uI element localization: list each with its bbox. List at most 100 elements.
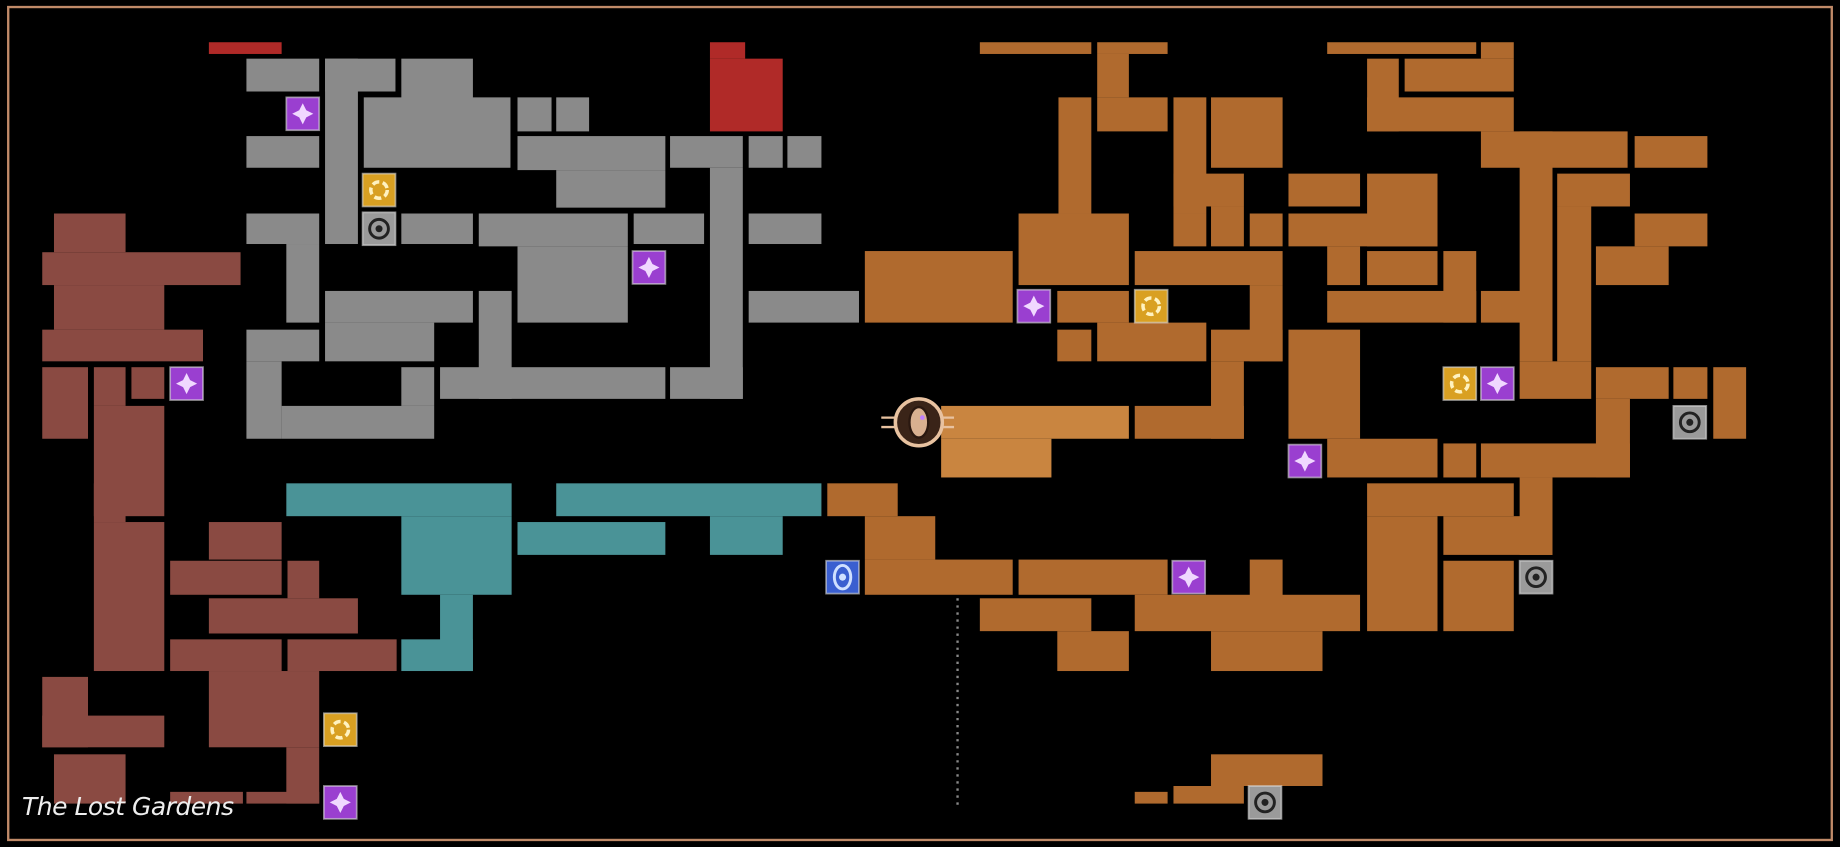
map-room — [1713, 367, 1747, 439]
map-icons — [169, 96, 1708, 820]
map-room — [979, 42, 1092, 54]
vortex-icon[interactable] — [1518, 559, 1554, 595]
map-room — [1097, 42, 1168, 54]
map-room — [1557, 206, 1592, 362]
map-room — [670, 367, 743, 399]
map-room — [864, 251, 1013, 323]
map-room — [1134, 405, 1244, 439]
map-room — [1097, 97, 1168, 132]
save-shrine-icon[interactable] — [631, 250, 667, 285]
save-shrine-icon[interactable] — [1480, 366, 1515, 401]
map-room — [1018, 559, 1168, 595]
map-room — [1480, 443, 1630, 478]
map-room — [53, 754, 126, 804]
map-room — [1443, 443, 1477, 478]
map-room — [1480, 290, 1553, 323]
map-room — [401, 213, 473, 245]
map-room — [1057, 290, 1129, 323]
teleporter-icon[interactable] — [1442, 366, 1478, 401]
current-room — [941, 405, 1129, 439]
map-room — [131, 367, 165, 399]
save-shrine-icon[interactable] — [1016, 288, 1052, 324]
map-room — [1288, 173, 1361, 207]
map-room — [170, 639, 282, 672]
map-room — [1134, 251, 1283, 286]
map-room — [670, 136, 743, 168]
map-room — [709, 42, 746, 59]
map-room — [748, 290, 859, 323]
map-room — [1211, 206, 1244, 247]
map-room — [1327, 246, 1361, 286]
map-room — [1327, 438, 1438, 478]
map-room — [1673, 367, 1708, 399]
map-room — [42, 329, 204, 362]
map-room — [864, 516, 936, 560]
teleporter-icon[interactable] — [361, 172, 397, 208]
save-shrine-icon[interactable] — [322, 785, 358, 820]
map-room — [401, 516, 512, 595]
vortex-icon[interactable] — [361, 211, 397, 247]
map-room — [1097, 322, 1207, 362]
map-room — [709, 58, 783, 132]
map-room — [286, 483, 512, 517]
teleporter-icon[interactable] — [322, 712, 358, 747]
map-room — [1211, 329, 1283, 362]
map-room — [478, 213, 628, 247]
map-room — [979, 598, 1092, 632]
map-room — [1634, 136, 1708, 168]
map-room — [1211, 97, 1283, 168]
map-room — [325, 290, 473, 323]
map-room — [53, 213, 126, 253]
map-room — [1557, 173, 1630, 207]
eye-icon[interactable] — [825, 559, 860, 595]
map-room — [556, 483, 822, 517]
map-room — [1173, 785, 1244, 804]
map-room — [325, 58, 358, 245]
map-room — [401, 639, 473, 672]
map-room — [709, 516, 783, 555]
map-room — [1249, 213, 1283, 247]
save-shrine-icon[interactable] — [1171, 559, 1207, 595]
map-room — [787, 136, 822, 168]
save-shrine-icon[interactable] — [1287, 443, 1323, 479]
save-shrine-icon[interactable] — [285, 96, 321, 132]
map-frame — [7, 5, 1833, 842]
vortex-icon[interactable] — [1247, 785, 1283, 820]
map-room — [53, 285, 165, 330]
map-room — [864, 559, 1013, 595]
map-room — [517, 246, 628, 323]
map-room — [246, 213, 320, 245]
vortex-icon[interactable] — [1672, 405, 1708, 440]
map-room — [1519, 131, 1553, 362]
map-room — [1173, 213, 1207, 247]
map-room — [246, 58, 320, 92]
map-room — [633, 213, 705, 245]
map-room — [42, 715, 165, 748]
map-room — [517, 136, 666, 171]
map-room — [1327, 42, 1477, 54]
map-room — [1367, 483, 1514, 517]
save-shrine-icon[interactable] — [169, 366, 204, 401]
map-rooms — [42, 42, 1747, 804]
player-location-icon[interactable] — [881, 397, 955, 448]
map-room — [1173, 173, 1244, 207]
map-room — [1327, 290, 1477, 323]
map-room — [42, 252, 241, 286]
map-room — [1211, 754, 1323, 786]
map-room — [1058, 97, 1092, 214]
map-room — [208, 671, 320, 748]
map-room — [1057, 631, 1129, 672]
map-room — [363, 97, 511, 168]
map-room — [287, 560, 320, 599]
map-room — [281, 405, 435, 439]
map-room — [556, 97, 590, 132]
map-room — [517, 97, 552, 132]
map-room — [401, 367, 435, 406]
map-room — [208, 522, 282, 560]
map-room — [208, 598, 358, 634]
map-room — [1595, 367, 1669, 399]
map-room — [517, 522, 666, 555]
map-room — [93, 522, 165, 672]
teleporter-icon[interactable] — [1133, 288, 1169, 324]
